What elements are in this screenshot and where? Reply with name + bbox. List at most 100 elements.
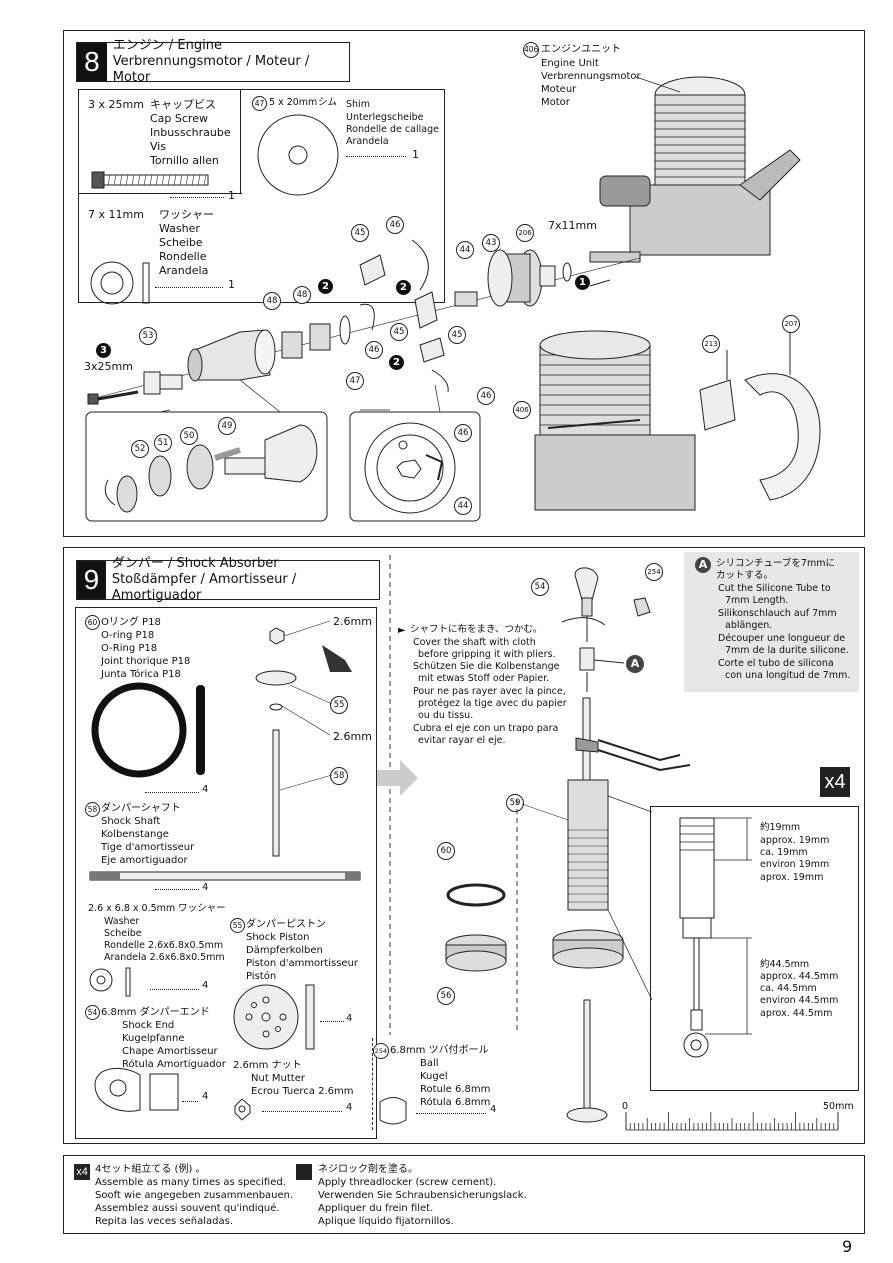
nut-en-de: Nut Mutter xyxy=(251,1073,305,1084)
oring-jp: Oリング P18 xyxy=(101,617,161,628)
piston-number: 55 xyxy=(230,918,245,933)
oring-drawing xyxy=(91,682,187,778)
oring-number: 60 xyxy=(85,615,100,630)
dim-2-6mm-top: 2.6mm xyxy=(333,615,372,628)
washer-dots xyxy=(155,287,223,288)
shim-size: 5 x 20mm xyxy=(269,97,318,108)
shim-qty: 1 xyxy=(412,148,419,161)
dim19-jp: 約19mm xyxy=(760,822,801,833)
cloth-note-fr3: ou du tissu. xyxy=(418,710,474,721)
dim445-de: ca. 44.5mm xyxy=(760,983,817,994)
nut-jp: 2.6mm ナット xyxy=(233,1060,302,1071)
shim-fr: Rondelle de callage xyxy=(346,124,439,135)
ruler-end: 50mm xyxy=(823,1101,854,1112)
piston-qty: 4 xyxy=(346,1013,353,1024)
shaft-es: Eje amortiguador xyxy=(101,855,188,866)
parts-box-hline xyxy=(78,193,242,194)
washer-drawing xyxy=(90,261,134,305)
dimension-box xyxy=(650,806,859,1091)
shaft-dots xyxy=(155,889,199,890)
shock-end-qty: 4 xyxy=(202,1091,209,1102)
step-marker-2a: 2 xyxy=(318,279,333,294)
washer9-fr: Rondelle 2.6x6.8x0.5mm xyxy=(104,940,224,951)
dim445-jp: 約44.5mm xyxy=(760,959,810,970)
engine-label-fr: Moteur xyxy=(541,84,577,95)
shock-end-number: 54 xyxy=(85,1005,100,1020)
callout-48-b: 48 xyxy=(293,286,311,304)
piston-en: Shock Piston xyxy=(246,932,310,943)
washer-qty: 1 xyxy=(228,278,235,291)
ruler-start: 0 xyxy=(622,1101,629,1112)
callout-254: 254 xyxy=(645,563,663,581)
step9-number: 9 xyxy=(77,561,106,599)
note-a-es2: con una longitud de 7mm. xyxy=(725,670,851,681)
washer-en: Washer xyxy=(159,222,200,235)
legend-x4-de: Sooft wie angegeben zusammenbauen. xyxy=(95,1190,294,1201)
shim-number: 47 xyxy=(252,96,267,111)
note-a-de2: ablängen. xyxy=(725,620,773,631)
washer-es: Arandela xyxy=(159,264,209,277)
callout-45-c: 45 xyxy=(448,326,466,344)
washer9-en: Washer xyxy=(104,916,140,927)
shock-end-dots xyxy=(182,1101,198,1102)
shaft-jp: ダンパーシャフト xyxy=(101,803,181,814)
callout-44-b: 44 xyxy=(454,497,472,515)
washer-de: Scheibe xyxy=(159,236,203,249)
cloth-note-de2: mit etwas Stoff oder Papier. xyxy=(418,673,550,684)
washer9-es: Arandela 2.6x6.8x0.5mm xyxy=(104,952,225,963)
legend-panel xyxy=(63,1155,865,1234)
engine-unit-drawing xyxy=(589,76,801,263)
cap-screw-es: Tornillo allen xyxy=(150,154,219,167)
step8-title: エンジン / Engine Verbrennungsmotor / Moteur… xyxy=(107,38,349,86)
cap-screw-qty: 1 xyxy=(228,189,235,202)
step9-title-jp: ダンパー / Shock Absorber xyxy=(111,556,279,571)
callout-46-b: 46 xyxy=(365,341,383,359)
legend-lock-de: Verwenden Sie Schraubensicherungslack. xyxy=(318,1190,527,1201)
shaft-de: Kolbenstange xyxy=(101,829,169,840)
shim-es: Arandela xyxy=(346,136,389,147)
ball-en: Ball xyxy=(420,1058,439,1069)
callout-46-c: 46 xyxy=(477,387,495,405)
piston-fr: Piston d'ammortisseur xyxy=(246,958,359,969)
shaft-part-drawing xyxy=(89,871,361,881)
callout-207: 207 xyxy=(782,315,800,333)
dim445-fr: environ 44.5mm xyxy=(760,995,839,1006)
ball-box xyxy=(372,1038,508,1130)
cap-screw-size: 3 x 25mm xyxy=(88,98,144,111)
cloth-note-jp: シャフトに布をまき、つかむ。 xyxy=(410,624,543,635)
callout-51: 51 xyxy=(154,434,172,452)
callout-45-b: 45 xyxy=(390,323,408,341)
note-a-jp2: カットする。 xyxy=(716,570,774,581)
washer-fr: Rondelle xyxy=(159,250,207,263)
callout-52: 52 xyxy=(131,440,149,458)
shim-dots xyxy=(346,156,406,157)
callout-54: 54 xyxy=(531,578,549,596)
piston-jp: ダンパーピストン xyxy=(246,919,326,930)
callout-60: 60 xyxy=(437,842,455,860)
shock-end-de: Kugelpfanne xyxy=(122,1033,185,1044)
ball-number: 254 xyxy=(373,1043,389,1059)
cap-screw-drawing xyxy=(91,171,209,189)
oring-fr: Joint thorique P18 xyxy=(101,656,191,667)
callout-45-a: 45 xyxy=(351,224,369,242)
callout-56: 56 xyxy=(437,987,455,1005)
oring-de: O-Ring P18 xyxy=(101,643,158,654)
legend-x4-mark: x4 xyxy=(74,1164,90,1180)
callout-406: 406 xyxy=(513,401,531,419)
callout-49: 49 xyxy=(218,417,236,435)
shaft-fr: Tige d'amortisseur xyxy=(101,842,195,853)
shaft-qty: 4 xyxy=(202,882,209,893)
oring-es: Junta Tórica P18 xyxy=(101,669,181,680)
ball-de: Kugel xyxy=(420,1071,448,1082)
cloth-note-fr2: protégez la tige avec du papier xyxy=(418,698,567,709)
washer-size: 7 x 11mm xyxy=(88,208,144,221)
threadlocker-icon xyxy=(296,1164,312,1180)
cloth-note-fr1: Pour ne pas rayer avec la pince, xyxy=(413,686,566,697)
engine-part-number: 406 xyxy=(523,42,539,58)
engine-label-es: Motor xyxy=(541,97,570,108)
ball-qty: 4 xyxy=(490,1104,497,1115)
cloth-note-es2: evitar rayar el eje. xyxy=(418,735,506,746)
nut-qty: 4 xyxy=(346,1102,353,1113)
